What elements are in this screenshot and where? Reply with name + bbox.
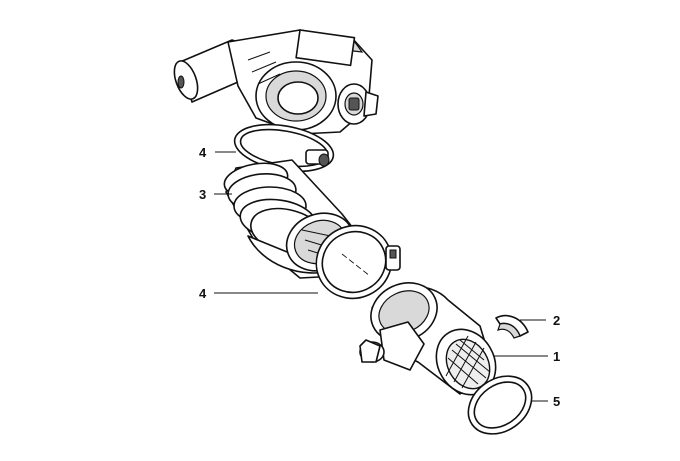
- hose-clamp-upper: [233, 123, 335, 173]
- callout-1: 1: [553, 349, 560, 364]
- callout-3: 3: [199, 187, 206, 202]
- sealing-ring: [467, 375, 533, 435]
- callout-5: 5: [553, 394, 560, 409]
- retaining-clip: [495, 314, 529, 339]
- air-mass-meter: [359, 282, 497, 396]
- callout-2: 2: [553, 313, 560, 328]
- throttle-body: [173, 29, 379, 135]
- hose-clamp-lower: [315, 224, 401, 300]
- callout-4-upper: 4: [199, 145, 207, 160]
- callout-4-lower: 4: [199, 286, 207, 301]
